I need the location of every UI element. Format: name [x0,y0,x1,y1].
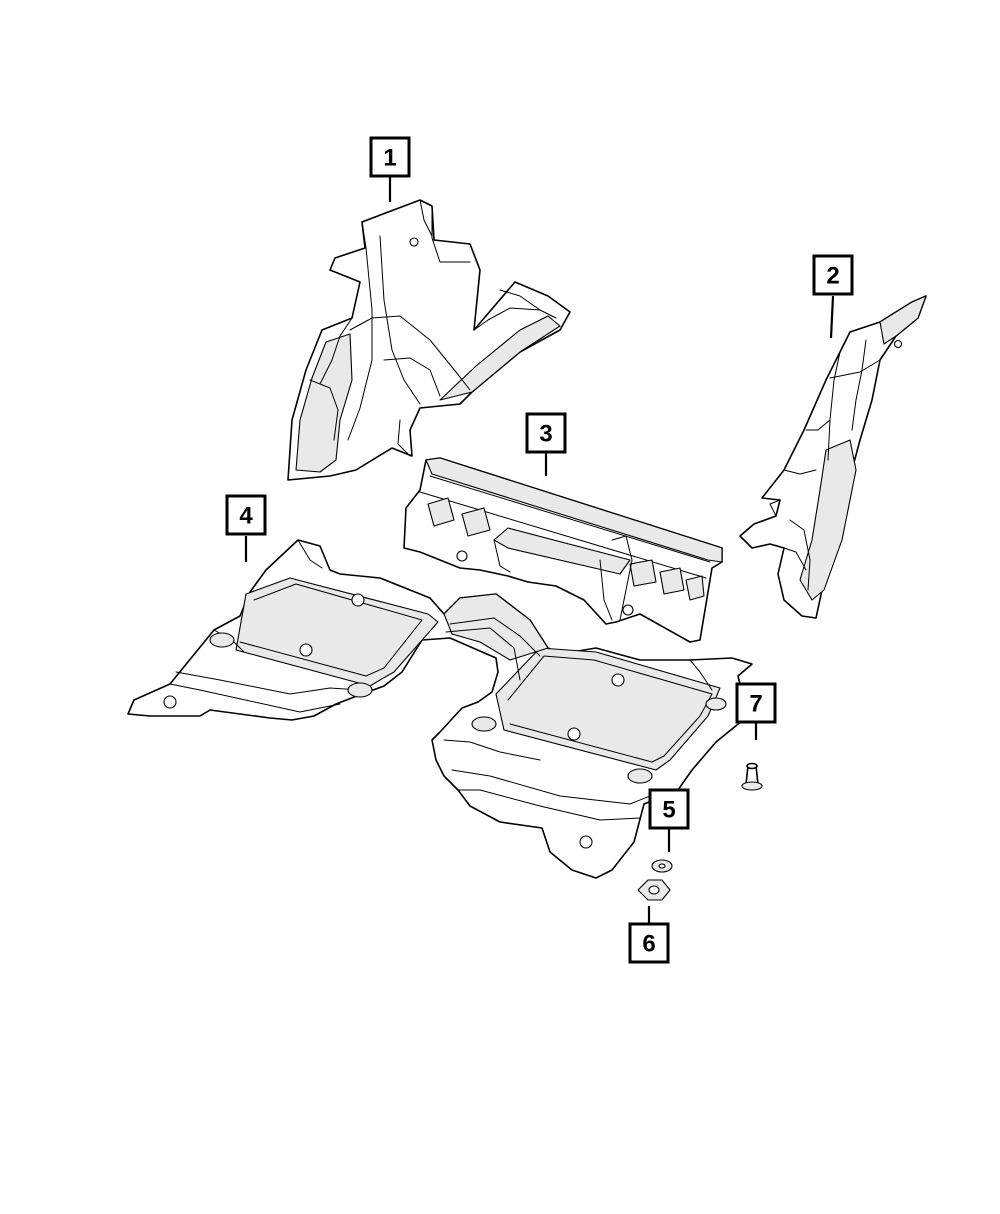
cross-panel-pockets [427,497,705,601]
callout-5: 5 [648,788,690,830]
part-3-cross-panel [403,457,723,643]
leader-lines [244,176,835,924]
callout-1-label: 1 [383,145,396,172]
callout-1: 1 [369,136,411,178]
callout-4: 4 [225,494,267,536]
callout-3: 3 [525,412,567,454]
part-4-floor-panel [127,539,753,879]
callout-4-label: 4 [239,503,253,530]
part-1-left-trim-panel [287,199,571,481]
callout-7: 7 [735,682,777,724]
callout-6-label: 6 [642,931,655,958]
callout-3-label: 3 [539,421,552,448]
leader-2 [829,295,835,339]
callout-6: 6 [628,922,670,964]
part-6-nut [637,879,671,901]
part-5-washer [651,859,673,873]
callout-7-label: 7 [749,691,762,718]
callout-5-label: 5 [662,797,675,824]
part-7-push-pin [741,762,763,791]
callout-2: 2 [812,254,854,296]
part-2-right-trim-panel [739,295,927,619]
callout-2-label: 2 [826,263,839,290]
